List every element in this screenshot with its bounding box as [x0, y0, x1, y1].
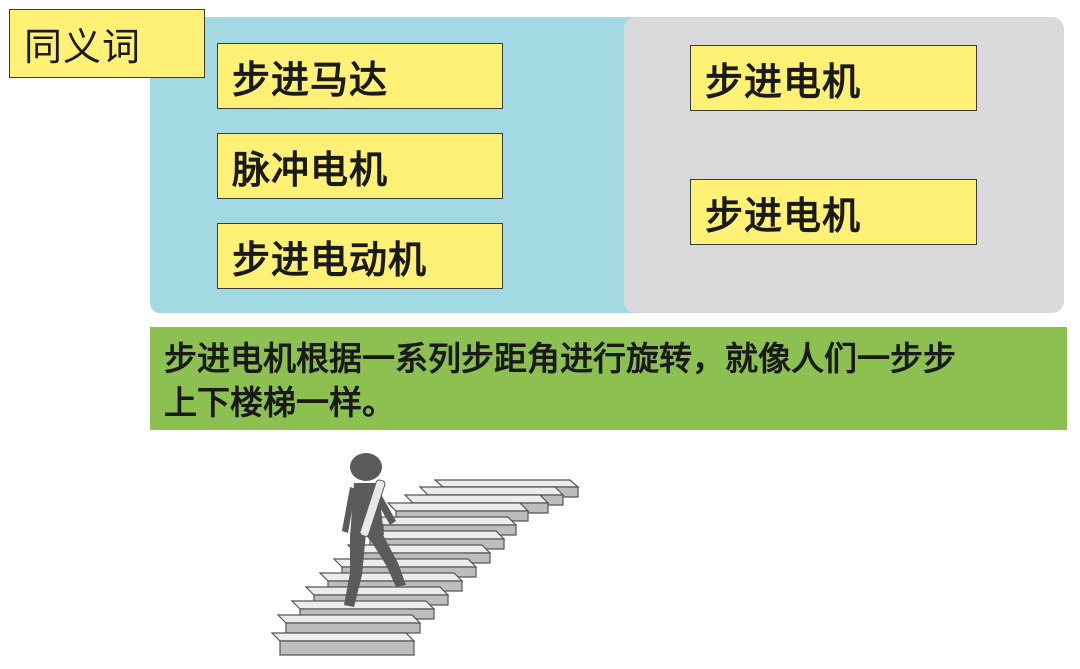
stairs	[270, 479, 580, 656]
left-term-box: 步进电动机	[217, 223, 503, 289]
description-bar: 步进电机根据一系列步距角进行旋转，就像人们一步步 上下楼梯一样。	[150, 327, 1067, 430]
left-term-box: 脉冲电机	[217, 133, 503, 199]
synonyms-title-label: 同义词	[9, 9, 205, 78]
description-line-2: 上下楼梯一样。	[164, 383, 395, 422]
person-climbing-stairs-icon	[270, 453, 580, 656]
description-line-1: 步进电机根据一系列步距角进行旋转，就像人们一步步	[164, 339, 956, 378]
right-term-box: 步进电机	[690, 179, 977, 245]
left-term-box: 步进马达	[217, 43, 503, 109]
right-term-box: 步进电机	[690, 45, 977, 111]
